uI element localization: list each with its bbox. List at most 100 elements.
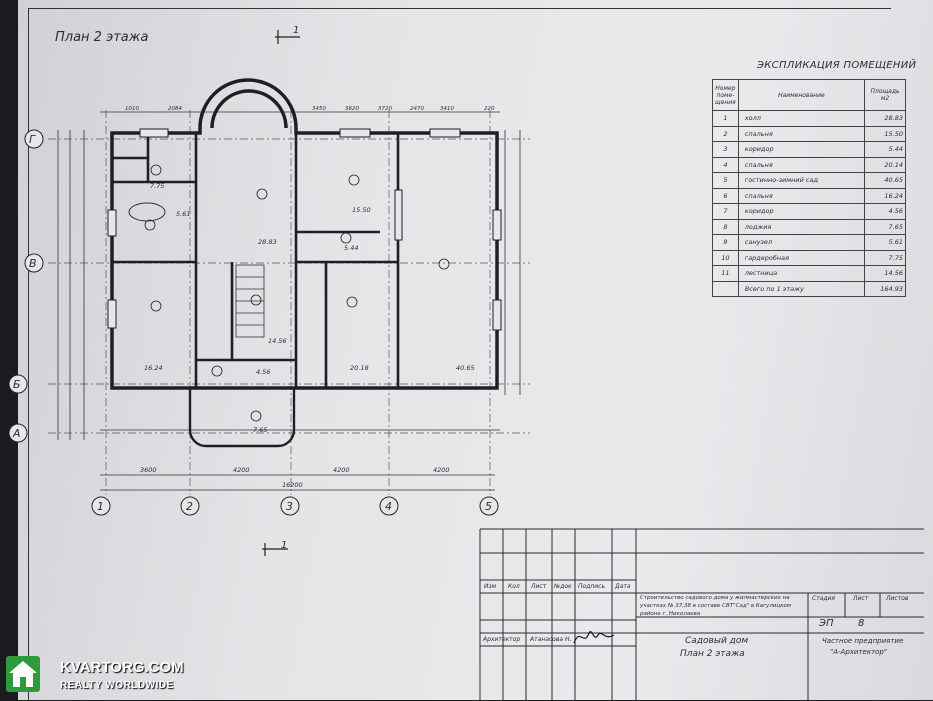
- stamp-org-1: Частное предприятие: [822, 637, 904, 645]
- explication-cell-name: спальня: [737, 156, 866, 173]
- explication-cell-number: 11: [712, 265, 739, 282]
- explication-cell-area: 4.56: [864, 203, 906, 220]
- explication-cell-area: 20.14: [864, 156, 906, 173]
- stamp-doc-title-2: План 2 этажа: [680, 649, 745, 659]
- stamp-project: Строительство садового дома у жилмастерс…: [640, 595, 791, 617]
- explication-cell-number: 4: [712, 156, 739, 173]
- stamp-sheet-value: 8: [858, 618, 865, 629]
- dim-bottom-2: 4200: [233, 466, 250, 474]
- stamp-stage-value: ЭП: [819, 618, 834, 629]
- section-mark-bottom: [262, 543, 288, 556]
- explication-cell-name: гостинно-зимний сад: [737, 172, 866, 189]
- explication-cell-name: коридор: [737, 203, 866, 220]
- explication-total-row: Всего по 1 этажу 164.93: [712, 280, 906, 297]
- area-room-11: 14.56: [268, 337, 287, 345]
- dim-top-4: 3620: [345, 106, 359, 112]
- axis-label-v: В: [29, 257, 37, 270]
- explication-cell-area: 15.50: [864, 125, 906, 142]
- explication-cell-number: 1: [712, 110, 739, 127]
- dim-top-8: 220: [484, 106, 495, 112]
- watermark-logo: KVARTORG.COM REALTY WORLDWIDE: [6, 656, 246, 696]
- dim-bottom-4: 4200: [433, 466, 450, 474]
- explication-cell-number: 10: [712, 249, 739, 266]
- axis-label-4: 4: [385, 500, 392, 513]
- explication-table: Номер поме- щения Наименование Площадь м…: [712, 79, 906, 297]
- stamp-sheets-header: Листов: [886, 595, 909, 602]
- stamp-col-doc: №док: [554, 583, 572, 590]
- explication-cell-area: 5.44: [864, 141, 906, 158]
- explication-cell-area: 7.65: [864, 218, 906, 235]
- axis-label-2: 2: [186, 500, 193, 513]
- loggia: [188, 388, 296, 448]
- explication-cell-area: 16.24: [864, 187, 906, 204]
- area-room-1: 28.83: [258, 238, 277, 246]
- stamp-architect-name: Атанасова Н.: [530, 636, 572, 643]
- stamp-sheet-header: Лист: [853, 595, 869, 602]
- explication-cell-name: санузел: [737, 234, 866, 251]
- area-room-5: 40.65: [456, 364, 475, 372]
- explication-title: ЭКСПЛИКАЦИЯ ПОМЕЩЕНИЙ: [757, 60, 917, 71]
- explication-cell-number: 7: [712, 203, 739, 220]
- stamp-org-2: "А-Архитектор": [830, 648, 888, 656]
- dim-top-5: 3720: [378, 106, 392, 112]
- area-room-4: 20.18: [350, 364, 369, 372]
- explication-header-name: Наименование: [737, 79, 866, 111]
- area-room-6: 16.24: [144, 364, 163, 372]
- dim-top-3: 3450: [312, 106, 326, 112]
- axis-label-1: 1: [97, 500, 104, 513]
- area-room-10: 7.75: [150, 182, 164, 190]
- windows: [107, 128, 502, 331]
- section-mark-top-label: 1: [293, 25, 299, 36]
- explication-header-area: Площадь м2: [864, 79, 906, 111]
- explication-cell-name: лестница: [737, 265, 866, 282]
- room-markers: [144, 164, 450, 422]
- watermark-tag: REALTY WORLDWIDE: [60, 680, 174, 691]
- stamp-col-sign: Подпись: [578, 583, 605, 590]
- axis-bubbles-letters: [8, 129, 44, 443]
- explication-cell-number: 9: [712, 234, 739, 251]
- axis-label-a: А: [12, 427, 21, 440]
- section-mark-bottom-label: 1: [281, 540, 287, 551]
- axis-label-g: Г: [29, 133, 36, 146]
- plan-title: План 2 этажа: [55, 30, 149, 45]
- explication-cell-area: 28.83: [864, 110, 906, 127]
- explication-cell-name: лоджия: [737, 218, 866, 235]
- grid-lines: [48, 110, 530, 495]
- area-room-8: 7.65: [253, 426, 267, 434]
- dimension-lines: [57, 111, 521, 491]
- axis-label-b: Б: [13, 378, 21, 391]
- explication-cell-area: 5.61: [864, 234, 906, 251]
- explication-cell-area: 7.75: [864, 249, 906, 266]
- dim-top-7: 3410: [440, 106, 454, 112]
- explication-cell-area: 40.65: [864, 172, 906, 189]
- bathtub: [128, 202, 166, 222]
- dim-total: 16200: [282, 481, 303, 489]
- dim-top-6: 2470: [410, 106, 424, 112]
- dim-bottom-3: 4200: [333, 466, 350, 474]
- axis-bubbles-numbers: [91, 496, 499, 516]
- stamp-stage-header: Стадия: [812, 595, 836, 602]
- staircase: [235, 264, 265, 338]
- explication-cell-number: 8: [712, 218, 739, 235]
- explication-cell-name: коридор: [737, 141, 866, 158]
- explication-cell-number: 6: [712, 187, 739, 204]
- area-room-9: 5.61: [176, 210, 190, 218]
- explication-cell-name: гардеробная: [737, 249, 866, 266]
- explication-cell-name: спальня: [737, 187, 866, 204]
- explication-total-value: 164.93: [864, 280, 906, 297]
- watermark-name: KVARTORG.COM: [60, 659, 184, 676]
- drawing-frame: [28, 8, 891, 701]
- explication-total-label: Всего по 1 этажу: [737, 280, 866, 297]
- axis-label-3: 3: [286, 500, 293, 513]
- stamp-col-kol: Кол: [508, 583, 520, 590]
